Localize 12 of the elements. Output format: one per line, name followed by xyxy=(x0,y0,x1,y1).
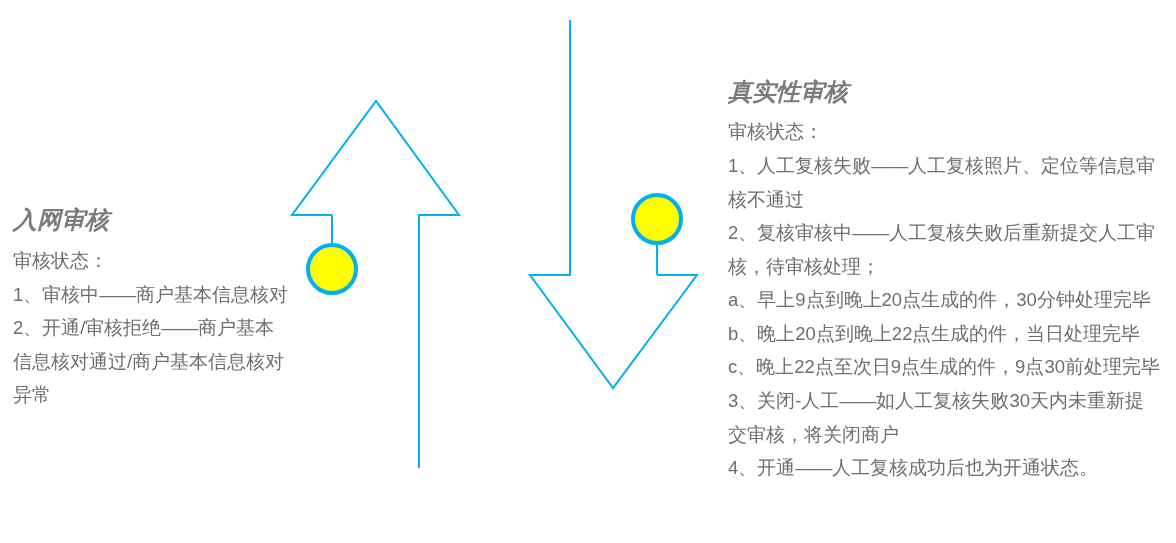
status-text: 审核状态： xyxy=(728,120,824,144)
status-text: 审核状态： xyxy=(13,249,109,273)
status-text: 1、审核中——商户基本信息核对 xyxy=(13,283,290,307)
status-text: a、早上9点到晚上20点生成的件，30分钟处理完毕 xyxy=(728,288,1152,312)
status-text: 4、开通——人工复核成功后也为开通状态。 xyxy=(728,456,1100,480)
status-text: 3、关闭-人工——如人工复核失败30天内未重新提交审核，将关闭商户 xyxy=(728,389,1146,447)
status-text: b、晚上20点到晚上22点生成的件，当日处理完毕 xyxy=(728,322,1142,346)
status-text: 1、人工复核失败——人工复核照片、定位等信息审核不通过 xyxy=(728,154,1157,212)
connector-line xyxy=(331,214,333,244)
status-text: 2、开通/审核拒绝——商户基本信息核对通过/商户基本信息核对异常 xyxy=(13,316,286,407)
connector-line xyxy=(656,244,658,276)
status-text: c、晚上22点至次日9点生成的件，9点30前处理完毕 xyxy=(728,355,1161,379)
